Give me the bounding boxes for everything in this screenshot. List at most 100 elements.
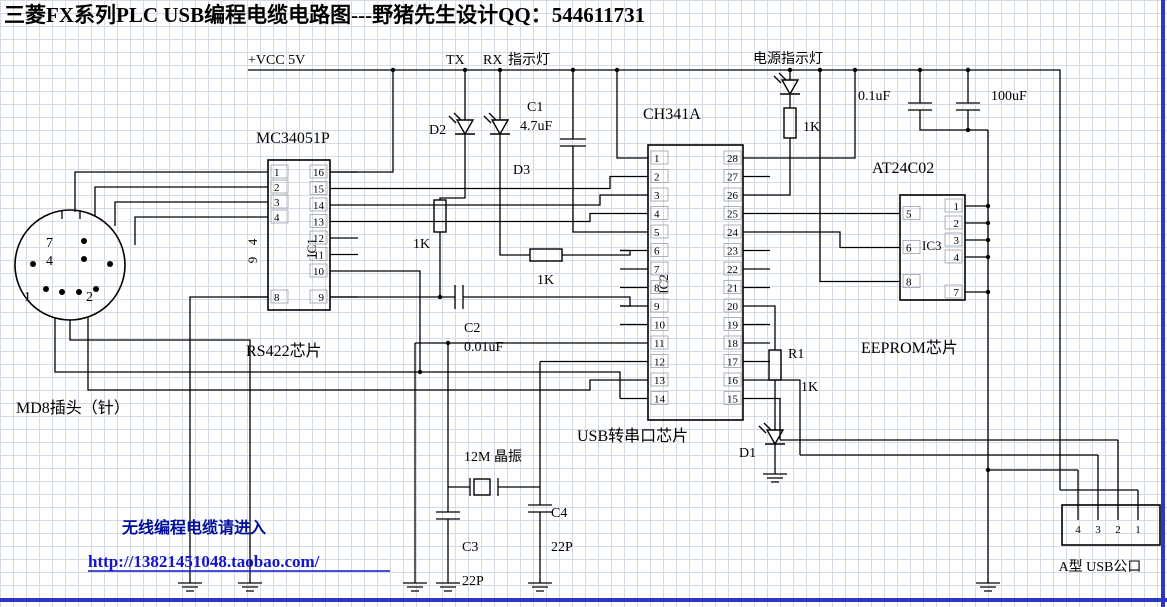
pin-number: 1 — [1135, 524, 1141, 536]
pin-box — [650, 150, 669, 165]
pin-box — [902, 274, 921, 288]
pin-number: 18 — [727, 338, 739, 350]
c4-ref: C4 — [551, 506, 567, 521]
pin-number: 20 — [727, 301, 739, 313]
pin-number: 4 — [654, 209, 660, 221]
pin-number: 2 — [274, 182, 280, 194]
junction-dots — [390, 67, 991, 473]
pin-number: 14 — [313, 200, 325, 212]
pin-number: 11 — [654, 338, 665, 350]
pin-number: 9 — [654, 301, 660, 313]
pin-box — [723, 150, 742, 165]
crystal-12m — [469, 478, 499, 496]
led-power — [773, 72, 800, 96]
r-power-value: 1K — [803, 120, 820, 135]
pin-number: 3 — [1095, 524, 1101, 536]
pin-box — [650, 298, 669, 313]
pin-number: 25 — [727, 209, 739, 221]
ic3-left-pins: 568 — [870, 206, 921, 289]
pin-number: 5 — [906, 209, 912, 221]
pin-number: 2 — [654, 172, 660, 184]
md8-connector — [14, 209, 126, 321]
ic2-body — [647, 144, 744, 421]
pin-number: 10 — [313, 266, 325, 278]
taobao-url[interactable]: http://13821451048.taobao.com/ — [88, 552, 320, 571]
pin-box — [309, 197, 328, 212]
led-d2 — [448, 112, 475, 136]
pin-box — [723, 243, 742, 257]
pin-box — [723, 354, 742, 368]
pin-number: 26 — [727, 190, 739, 202]
pin-number: 5 — [654, 227, 660, 239]
pin-number: 2 — [954, 218, 960, 230]
pin-box — [944, 198, 963, 213]
ic1-side-note-9: 9 — [245, 257, 260, 264]
pin-box — [650, 280, 669, 294]
pin-number: 3 — [954, 235, 960, 247]
pin-number: 21 — [727, 283, 738, 295]
pin-number: 27 — [727, 172, 739, 184]
pin-box — [944, 232, 963, 247]
pin-box — [650, 391, 669, 405]
pin-number: 15 — [313, 184, 325, 196]
c4-value: 22P — [551, 540, 573, 555]
pin-number: 19 — [727, 320, 739, 332]
pin-number: 4 — [274, 212, 280, 224]
pin-number: 16 — [313, 167, 325, 179]
d2-ref: D2 — [429, 123, 446, 138]
c3-ref: C3 — [462, 540, 478, 555]
c2-ref: C2 — [464, 321, 480, 336]
pin-box — [650, 372, 669, 387]
usb-caption: A型 USB公口 — [1059, 559, 1142, 575]
usb-connector-body — [1061, 504, 1161, 546]
ground-symbols — [178, 473, 1000, 592]
pin-box — [902, 240, 921, 254]
c3-value: 22P — [462, 574, 484, 589]
ic1-ref: IC1 — [304, 238, 319, 258]
pin-number: 1 — [654, 153, 660, 165]
pin-box — [309, 214, 328, 228]
pin-box — [723, 224, 742, 239]
pin-box — [944, 215, 963, 230]
ic1-side-note-4: 4 — [245, 238, 260, 245]
pin-box — [309, 247, 328, 261]
c5-value: 0.1uF — [858, 89, 891, 104]
c1-ref: C1 — [527, 100, 543, 115]
resistor-power — [783, 107, 797, 139]
pin-number: 1 — [954, 201, 960, 213]
ic1-body — [267, 159, 331, 311]
pin-box — [270, 164, 289, 179]
ic3-caption: EEPROM芯片 — [861, 339, 958, 357]
r1-value: 1K — [801, 380, 818, 395]
led-d3 — [483, 112, 510, 136]
pin-number: 11 — [313, 250, 324, 262]
power-indicator-label: 电源指示灯 — [753, 51, 823, 67]
md8-pin7-label: 7 — [46, 236, 53, 251]
d3-ref: D3 — [513, 163, 530, 178]
pin-number: 17 — [727, 357, 739, 369]
pin-number: 9 — [319, 292, 325, 304]
pin-box — [650, 187, 669, 202]
indicator-label: 指示灯 — [508, 52, 550, 68]
r-rx-value: 1K — [537, 273, 554, 288]
r-tx-value: 1K — [413, 237, 430, 252]
pin-number: 8 — [654, 283, 660, 295]
pin-box — [723, 261, 742, 276]
pin-box — [723, 169, 742, 183]
wires-md8 — [54, 211, 621, 583]
md8-pin1-label: 1 — [24, 290, 31, 305]
pin-number: 13 — [313, 217, 325, 229]
md8-caption: MD8插头（针） — [16, 399, 130, 417]
pin-box — [650, 317, 669, 331]
pin-box — [650, 354, 669, 368]
pin-number: 12 — [313, 233, 324, 245]
pin-box — [723, 317, 742, 331]
pin-box — [309, 230, 328, 245]
md8-pin2-label: 2 — [86, 290, 93, 305]
